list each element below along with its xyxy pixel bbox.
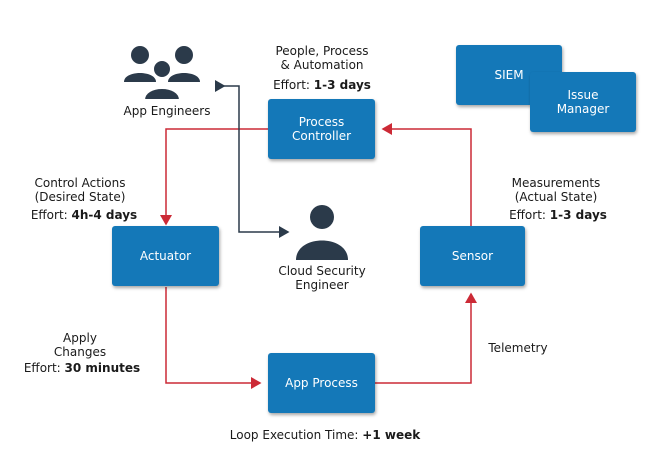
controller-effort: Effort: 1-3 days	[262, 78, 382, 92]
apply-effort: Effort: 30 minutes	[12, 361, 152, 375]
controller-description: People, Process & Automation	[275, 44, 369, 72]
loop-execution-time: Loop Execution Time: +1 week	[200, 428, 450, 442]
cloud-security-engineer-label: Cloud Security Engineer	[278, 264, 366, 292]
controller-effort-label: Effort:	[273, 78, 314, 92]
arrow-actuator-to-app-process	[165, 287, 262, 389]
app-engineers-label: App Engineers	[123, 104, 211, 118]
controller-effort-value: 1-3 days	[313, 78, 371, 92]
issue-manager-box[interactable]: Issue Manager	[530, 72, 636, 132]
loop-time-value: +1 week	[362, 428, 421, 442]
apply-effort-label: Effort:	[23, 361, 65, 375]
measure-effort: Effort: 1-3 days	[496, 208, 620, 222]
control-effort-value: 4h-4 days	[71, 208, 138, 222]
control-effort: Effort: 4h-4 days	[14, 208, 154, 222]
arrow-sensor-to-controller	[381, 123, 472, 226]
app-engineers-icon	[124, 46, 200, 101]
sensor-box[interactable]: Sensor	[420, 226, 525, 286]
measure-effort-value: 1-3 days	[549, 208, 607, 222]
measure-effort-label: Effort:	[509, 208, 550, 222]
arrow-app-process-to-sensor	[375, 292, 477, 384]
loop-time-label: Loop Execution Time:	[229, 428, 363, 442]
arrow-controller-to-actuator	[160, 128, 268, 226]
control-actions-label: Control Actions (Desired State)	[34, 176, 126, 204]
measurements-label: Measurements (Actual State)	[511, 176, 601, 204]
actuator-box[interactable]: Actuator	[112, 226, 219, 286]
cloud-security-engineer-icon	[296, 205, 348, 260]
telemetry-label: Telemetry	[488, 341, 548, 355]
apply-changes-label: Apply Changes	[53, 331, 107, 359]
process-controller-box[interactable]: Process Controller	[268, 99, 375, 159]
apply-effort-value: 30 minutes	[64, 361, 141, 375]
app-process-box[interactable]: App Process	[268, 353, 375, 413]
control-effort-label: Effort:	[30, 208, 72, 222]
arrow-engineers-link	[215, 80, 290, 238]
